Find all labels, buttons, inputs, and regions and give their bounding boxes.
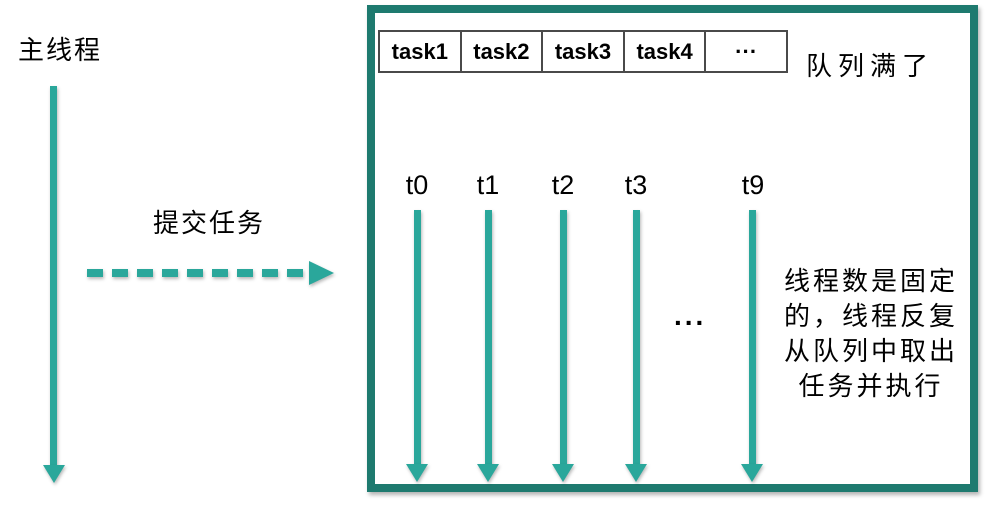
pool-note: 线程数是固定 的，线程反复 从队列中取出 任务并执行	[770, 264, 972, 404]
queue-cell-task2: task2	[459, 32, 542, 71]
thread-arrow-head-icon-t3	[625, 464, 647, 482]
thread-arrow-shaft-t2	[560, 210, 567, 465]
thread-arrow-head-icon-t0	[406, 464, 428, 482]
pool-note-line: 任务并执行	[798, 371, 944, 401]
thread-label-t3: t3	[624, 170, 648, 200]
main-thread-arrow-shaft	[50, 86, 57, 466]
thread-arrow-head-icon-t2	[552, 464, 574, 482]
pool-note-line: 的，线程反复	[783, 301, 958, 331]
thread-arrow-head-icon-t9	[741, 464, 763, 482]
queue-cell-task1: task1	[391, 38, 448, 64]
queue-cell-task3: task3	[541, 32, 623, 71]
thread-label-t9: t9	[741, 170, 765, 200]
queue-full-label: 队列满了	[806, 51, 935, 81]
queue-cell-ellipsis: ···	[704, 32, 786, 71]
thread-label-t2: t2	[551, 170, 575, 200]
pool-note-line: 从队列中取出	[783, 336, 958, 366]
thread-label-t0: t0	[405, 170, 429, 200]
thread-label-t1: t1	[476, 170, 500, 200]
main-thread-label: 主线程	[18, 35, 103, 65]
submit-task-arrow-head-icon	[309, 261, 334, 285]
pool-note-line: 线程数是固定	[783, 266, 958, 296]
queue-cell-task4: task4	[622, 32, 705, 71]
submit-task-label: 提交任务	[153, 208, 266, 238]
threads-ellipsis: ...	[674, 300, 707, 331]
task-queue: task1 task2 task3 task4 ···	[378, 30, 788, 73]
thread-arrow-shaft-t9	[749, 210, 756, 465]
submit-task-arrow-shaft	[87, 269, 309, 277]
thread-arrow-shaft-t3	[633, 210, 640, 465]
main-thread-arrow-head-icon	[43, 465, 65, 483]
thread-pool-box	[367, 5, 978, 492]
thread-arrow-shaft-t1	[485, 210, 492, 465]
thread-arrow-head-icon-t1	[477, 464, 499, 482]
thread-arrow-shaft-t0	[414, 210, 421, 465]
